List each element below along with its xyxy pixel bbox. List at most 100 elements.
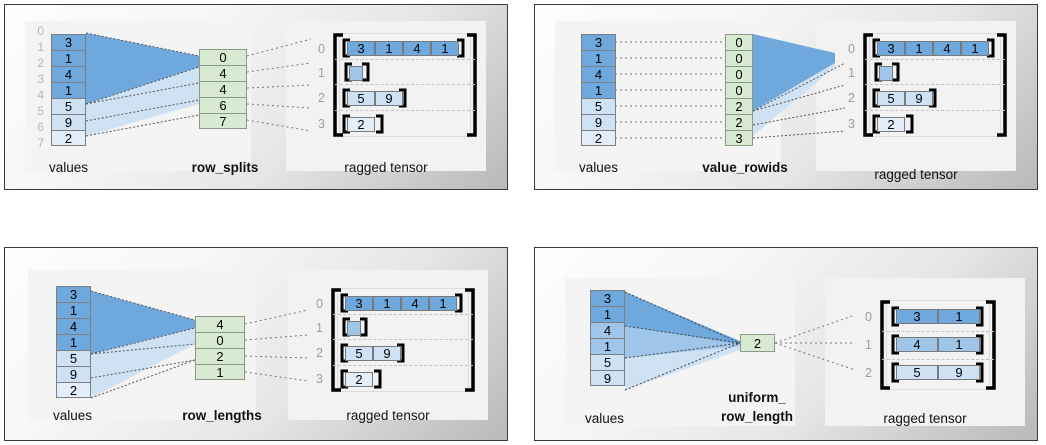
encoding-cell: 2 <box>740 334 775 352</box>
value-cell: 4 <box>51 66 86 82</box>
ragged-row-index: 0 <box>318 42 325 56</box>
encoding-cell: 0 <box>725 34 753 50</box>
ragged-cell: 9 <box>905 91 933 106</box>
value-cell: 3 <box>590 290 625 306</box>
values-index: 0 <box>37 24 44 38</box>
values-caption: values <box>578 160 619 175</box>
ragged-row-index: 2 <box>865 366 872 380</box>
value-cell: 1 <box>51 82 86 98</box>
value-cell: 5 <box>590 354 625 370</box>
ragged-tensor-box: 0 1 2 3 1 4 1 5 9 <box>865 300 1000 390</box>
ragged-cell: 9 <box>373 346 401 361</box>
encoding-column-row-lengths: 4 0 2 1 <box>195 316 245 380</box>
ragged-cell: 4 <box>896 337 938 352</box>
row-separator <box>882 359 994 360</box>
tensor-brackets <box>880 300 996 390</box>
value-cell: 4 <box>56 318 91 334</box>
value-cell: 3 <box>581 34 616 50</box>
encoding-cell: 4 <box>195 316 245 332</box>
value-cell: 4 <box>581 66 616 82</box>
encoding-cell: 0 <box>725 66 753 82</box>
value-cell: 1 <box>581 50 616 66</box>
value-cell: 9 <box>51 114 86 130</box>
ragged-cell: 1 <box>431 41 459 56</box>
row-separator <box>335 110 475 111</box>
row-separator <box>882 331 994 332</box>
value-cell: 5 <box>51 98 86 114</box>
ragged-cell: 5 <box>347 91 375 106</box>
value-cell: 4 <box>590 322 625 338</box>
ragged-cell: 5 <box>896 365 938 380</box>
value-cell: 5 <box>581 98 616 114</box>
ragged-cell: 3 <box>877 41 905 56</box>
encoding-cell: 0 <box>725 82 753 98</box>
panel-value-rowids-connectors <box>615 34 846 139</box>
ragged-cell: 2 <box>345 372 373 387</box>
values-caption: values <box>584 411 625 426</box>
ragged-cell: 4 <box>933 41 961 56</box>
encoding-cell: 4 <box>199 81 247 97</box>
encoding-cell: 2 <box>195 348 245 364</box>
ragged-cell: 1 <box>375 41 403 56</box>
ragged-cell: 3 <box>347 41 375 56</box>
ragged-row-index: 2 <box>316 346 323 360</box>
ragged-cell: 9 <box>938 365 980 380</box>
panel-row-lengths-connectors <box>90 290 309 399</box>
tensor-brackets <box>863 33 1007 137</box>
tensor-brackets <box>331 288 475 392</box>
panel-value-rowids: 3 1 4 1 5 9 2 0 0 0 0 2 2 3 values value… <box>534 4 1038 190</box>
panel-row-lengths: 3 1 4 1 5 9 2 4 0 2 1 values row_lengths… <box>4 247 508 441</box>
ragged-cell: 1 <box>905 41 933 56</box>
ragged-cell: 4 <box>401 296 429 311</box>
encoding-cell: 0 <box>195 332 245 348</box>
encoding-caption: row_lengths <box>182 408 262 423</box>
ragged-row-brackets <box>872 38 995 134</box>
values-index: 3 <box>37 72 44 86</box>
ragged-cell: 3 <box>345 296 373 311</box>
encoding-caption: uniform_ row_length <box>720 390 793 424</box>
encoding-cell: 1 <box>195 364 245 380</box>
tensor-frame <box>337 288 469 392</box>
values-index-column: 0 1 2 3 4 5 6 7 <box>33 25 47 153</box>
ragged-row-index: 1 <box>318 66 325 80</box>
values-index: 5 <box>37 104 44 118</box>
ragged-row-index: 3 <box>318 117 325 131</box>
encoding-cell: 2 <box>725 98 753 114</box>
value-cell: 1 <box>56 334 91 350</box>
ragged-cell: 9 <box>375 91 403 106</box>
encoding-column-uniform-row-length: 2 <box>740 334 775 352</box>
encoding-column-row-splits: 0 4 4 6 7 <box>199 49 247 129</box>
ragged-row-index: 2 <box>318 91 325 105</box>
ragged-tensor-caption: ragged tensor <box>346 408 430 423</box>
tensor-frame <box>869 33 1001 137</box>
ragged-tensor-box: 0 1 2 3 3 1 4 1 5 9 2 <box>848 33 1007 137</box>
row-separator <box>333 314 473 315</box>
values-index: 6 <box>37 120 44 134</box>
ragged-cell: 2 <box>347 117 375 132</box>
values-column: 3 1 4 1 5 9 2 <box>581 34 616 146</box>
value-cell: 2 <box>51 130 86 146</box>
encoding-cell: 2 <box>725 114 753 130</box>
encoding-cell: 6 <box>199 97 247 113</box>
ragged-tensor-caption: ragged tensor <box>344 160 428 175</box>
ragged-cell: 1 <box>429 296 457 311</box>
value-cell: 1 <box>590 338 625 354</box>
ragged-row-brackets <box>342 38 465 134</box>
encoding-cell: 3 <box>725 130 753 146</box>
ragged-row-index: 1 <box>316 321 323 335</box>
value-cell: 3 <box>56 286 91 302</box>
row-separator <box>335 59 475 60</box>
values-column: 3 1 4 1 5 9 2 <box>51 34 86 146</box>
row-separator <box>335 84 475 85</box>
ragged-cell-empty <box>347 321 361 336</box>
encoding-column-value-rowids: 0 0 0 0 2 2 3 <box>725 34 753 146</box>
ragged-cell: 2 <box>877 117 905 132</box>
tensor-frame <box>886 300 990 390</box>
row-separator <box>333 339 473 340</box>
ragged-row-index: 1 <box>848 66 855 80</box>
ragged-row-index: 2 <box>848 91 855 105</box>
value-cell: 1 <box>590 306 625 322</box>
ragged-cell: 5 <box>877 91 905 106</box>
ragged-row-brackets <box>340 293 463 389</box>
ragged-cell-empty <box>879 66 893 81</box>
